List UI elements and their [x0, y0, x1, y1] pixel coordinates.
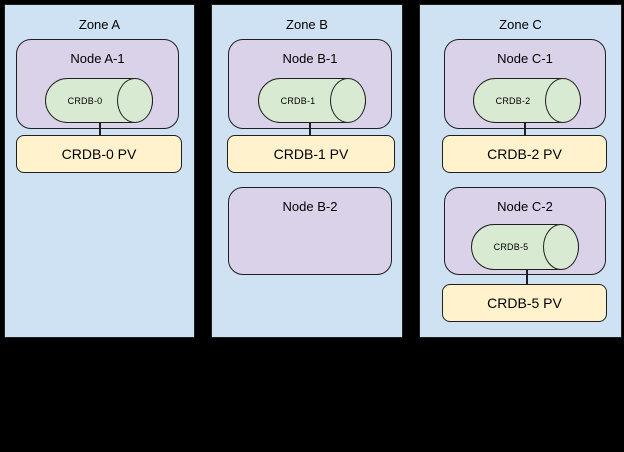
pv-crdb-0: CRDB-0 PV	[16, 135, 182, 173]
zone-b-title: Zone B	[286, 17, 328, 32]
cylinder-cap	[543, 224, 579, 270]
connector-pod-to-pv	[526, 269, 528, 285]
zone-a-title: Zone A	[78, 17, 121, 32]
zone-a: Zone A Node A-1 CRDB-0 CRDB-0 PV	[4, 4, 195, 338]
pv-crdb-2-label: CRDB-2 PV	[487, 146, 562, 162]
node-b2-title: Node B-2	[282, 199, 338, 214]
pod-cylinder-crdb-5: CRDB-5	[471, 224, 579, 270]
node-c2: Node C-2 CRDB-5	[444, 187, 606, 275]
pv-crdb-1: CRDB-1 PV	[227, 135, 395, 173]
connector-pod-to-pv	[99, 122, 101, 136]
node-b1-title: Node B-1	[282, 51, 338, 66]
node-c2-title: Node C-2	[497, 199, 553, 214]
connector-pod-to-pv	[524, 122, 526, 136]
zone-c: Zone C Node C-1 CRDB-2 CRDB-2 PV Node C-…	[419, 4, 622, 338]
cylinder-cap	[117, 78, 153, 123]
connector-pod-to-pv	[309, 122, 311, 136]
pod-crdb-2-label: CRDB-2	[495, 95, 531, 106]
pod-cylinder-crdb-0: CRDB-0	[45, 78, 153, 123]
node-a1: Node A-1 CRDB-0	[16, 39, 179, 129]
node-c1: Node C-1 CRDB-2	[444, 39, 606, 129]
node-b2: Node B-2	[228, 187, 392, 275]
pv-crdb-5: CRDB-5 PV	[442, 284, 607, 322]
cylinder-cap	[545, 78, 581, 123]
cylinder-cap	[330, 78, 366, 123]
pv-crdb-2: CRDB-2 PV	[442, 135, 607, 173]
pod-crdb-0-label: CRDB-0	[67, 95, 103, 106]
pod-crdb-1-label: CRDB-1	[280, 95, 316, 106]
node-a1-title: Node A-1	[70, 51, 125, 66]
pod-cylinder-crdb-1: CRDB-1	[258, 78, 366, 123]
zone-c-title: Zone C	[499, 17, 542, 32]
node-c1-title: Node C-1	[497, 51, 553, 66]
node-b1: Node B-1 CRDB-1	[228, 39, 392, 129]
pod-crdb-5-label: CRDB-5	[493, 242, 529, 252]
pod-cylinder-crdb-2: CRDB-2	[473, 78, 581, 123]
zone-b: Zone B Node B-1 CRDB-1 CRDB-1 PV Node B-…	[211, 4, 403, 338]
pv-crdb-1-label: CRDB-1 PV	[273, 146, 349, 162]
pv-crdb-0-label: CRDB-0 PV	[61, 146, 137, 162]
pv-crdb-5-label: CRDB-5 PV	[487, 295, 562, 311]
